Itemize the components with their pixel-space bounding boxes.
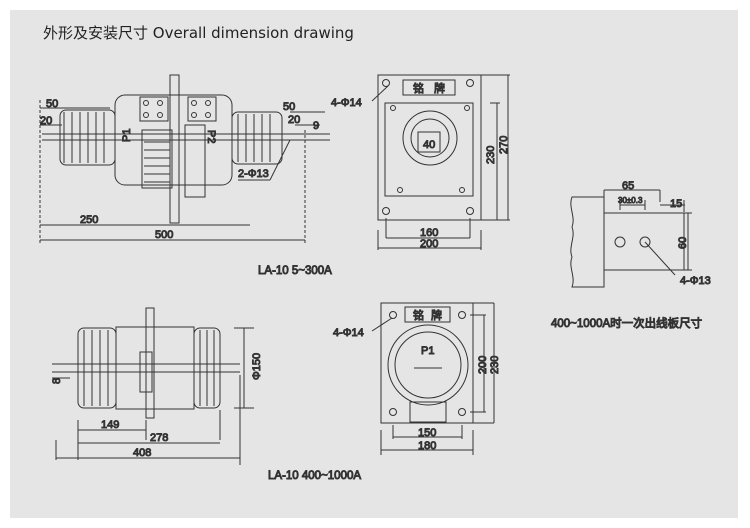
- tr-label-pai: 牌: [434, 81, 445, 95]
- br-dim-4phi14: 4-Φ14: [333, 327, 364, 339]
- drawing-bottom-right: [371, 302, 495, 455]
- drawing-side-detail: [570, 189, 692, 288]
- sd-dim-4phi13: 4-Φ13: [680, 275, 711, 287]
- br-label-p1: P1: [421, 345, 434, 357]
- sd-dim-15: 15: [670, 198, 682, 210]
- br-dim-200: 200: [477, 356, 489, 374]
- tr-dim-270: 270: [498, 136, 510, 154]
- tr-dim-160: 160: [420, 227, 438, 239]
- tl-dim-500: 500: [155, 229, 173, 241]
- sd-dim-60: 60: [677, 237, 689, 249]
- tr-dim-200: 200: [420, 238, 438, 250]
- tr-label-40: 40: [423, 139, 435, 151]
- bl-dim-149: 149: [101, 419, 119, 431]
- drawing-top-left: [39, 74, 330, 245]
- drawing-top-right: [371, 74, 510, 250]
- br-label-ming: 铭: [413, 308, 424, 322]
- bl-dim-phi150: Φ150: [251, 353, 263, 380]
- tl-dim-250: 250: [80, 214, 98, 226]
- bl-dim-408: 408: [133, 447, 151, 459]
- br-dim-150: 150: [418, 427, 436, 439]
- tr-dim-4phi14: 4-Φ14: [331, 97, 362, 109]
- drawing-bottom-left: [52, 307, 254, 465]
- tl-dim-2phi13: 2-Φ13: [238, 168, 269, 180]
- bl-dim-278: 278: [150, 432, 168, 444]
- tr-label-ming: 铭: [413, 81, 424, 95]
- sd-dim-65: 65: [622, 180, 634, 192]
- page-title: 外形及安装尺寸 Overall dimension drawing: [43, 24, 354, 42]
- tl-label-p1: P1: [121, 129, 133, 142]
- tl-dim-9: 9: [313, 120, 319, 132]
- tl-dim-20b: 20: [288, 114, 300, 126]
- tl-dim-20a: 20: [40, 115, 52, 127]
- tl-dim-50a: 50: [46, 98, 58, 110]
- br-dim-180: 180: [418, 440, 436, 452]
- bl-dim-8: 8: [51, 378, 63, 384]
- tr-dim-230: 230: [485, 146, 497, 164]
- br-label-pai: 牌: [431, 308, 442, 322]
- sd-dim-30: 30±0.3: [618, 196, 643, 205]
- tl-label-p2: P2: [205, 130, 217, 143]
- tl-dim-50b: 50: [283, 101, 295, 113]
- bl-caption: LA-10 400~1000A: [268, 470, 361, 482]
- br-dim-230: 230: [489, 356, 501, 374]
- sd-caption: 400~1000A时一次出线板尺寸: [551, 316, 702, 330]
- tl-caption: LA-10 5~300A: [258, 265, 332, 277]
